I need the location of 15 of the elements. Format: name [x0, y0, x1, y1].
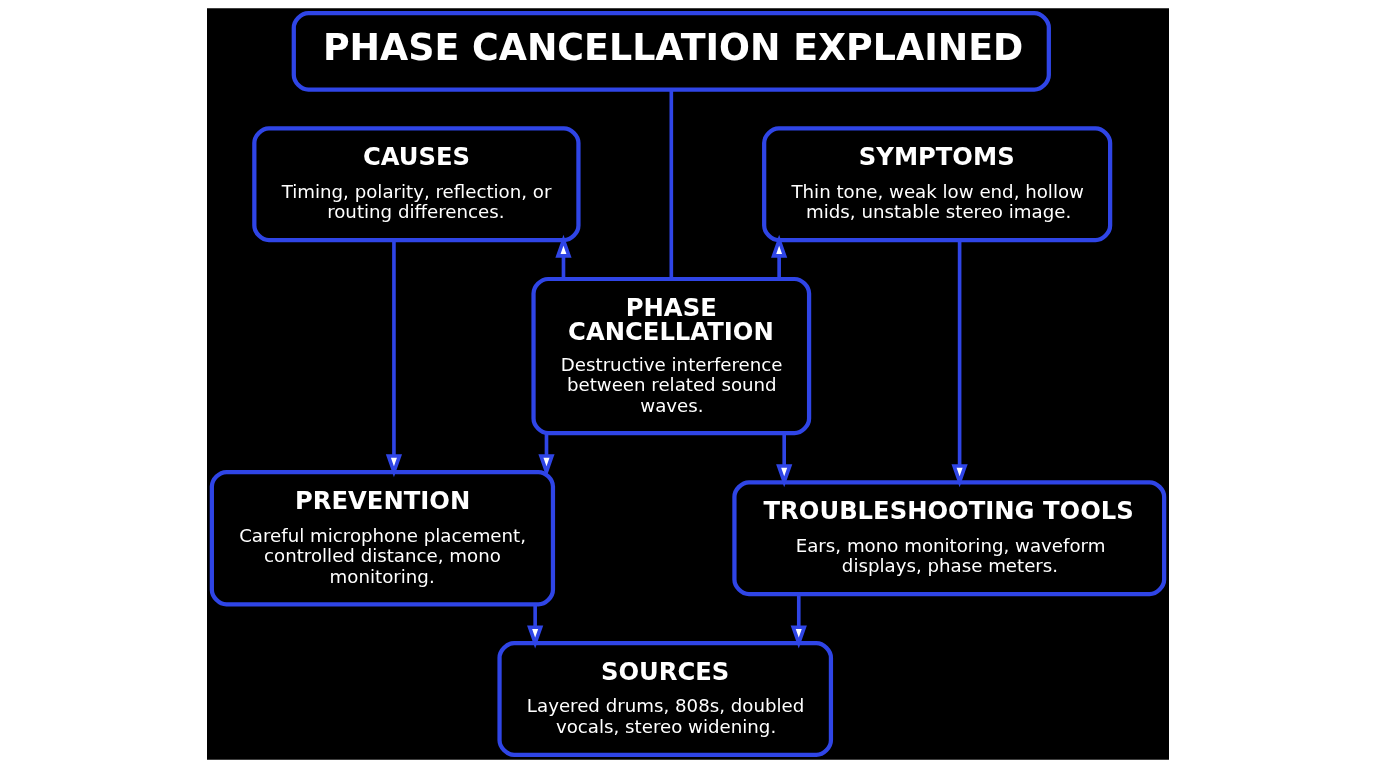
connector: [669, 89, 674, 279]
node-box: PHASE CANCELLATION Destructive interference between related sound waves.: [531, 276, 812, 436]
arrow: [385, 240, 403, 478]
arrow: [951, 240, 968, 488]
node-box: SYMPTOMS Thin tone, weak low end, hollow mids, unstable stereo image.: [762, 126, 1113, 243]
arrow: [790, 594, 807, 649]
node-box: CAUSES Timing, polarity, reflection, or routing differences.: [252, 126, 581, 243]
node-box: PREVENTION Careful microphone placement, controlled distance, mono monitoring.: [209, 469, 556, 607]
arrow: [527, 604, 544, 649]
arrow: [776, 433, 793, 488]
node-box: TROUBLESHOOTING TOOLS Ears, mono monitoring, waveform displays, phase meters.: [732, 480, 1167, 597]
node-box: PHASE CANCELLATION EXPLAINED: [291, 11, 1051, 92]
arrow: [771, 234, 788, 279]
arrow: [555, 234, 572, 279]
node-box: SOURCES Layered drums, 808s, doubled vocals, stereo widening.: [497, 641, 834, 757]
